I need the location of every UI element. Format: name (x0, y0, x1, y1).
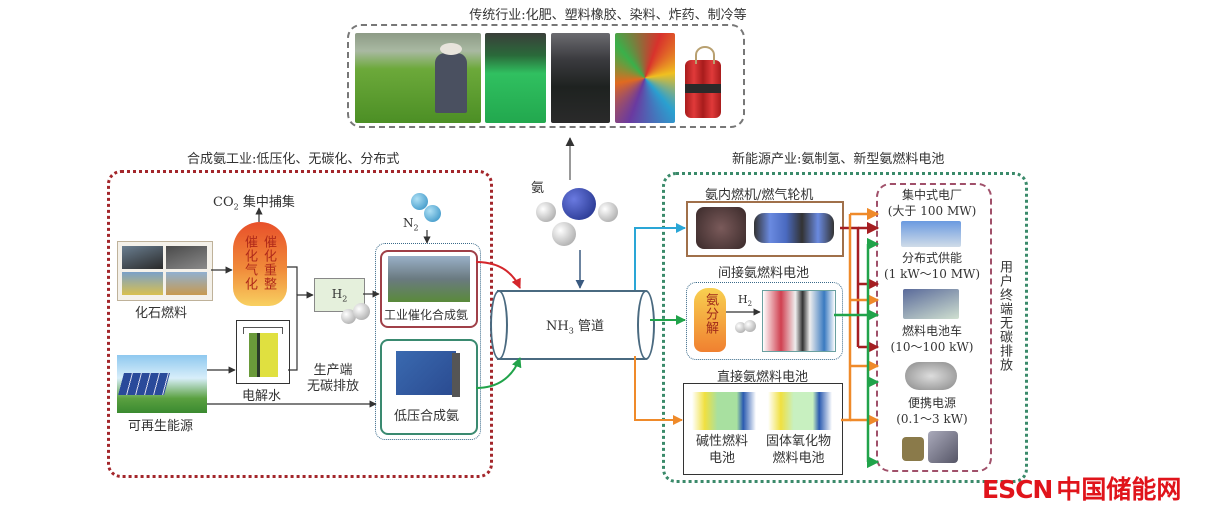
nitrogen-label: N2 (403, 216, 419, 233)
ammonia-decomposer-label: 氨分解 (703, 293, 718, 335)
end-use-fuel-cell-vehicle: 燃料电池车 (10～100 kW) (890, 324, 974, 354)
portable-power-image (902, 431, 960, 463)
catalytic-reactor (233, 222, 287, 306)
end-use-central-plant: 集中式电厂 (大于 100 MW) (887, 188, 977, 218)
new-energy-group (662, 172, 1028, 483)
end-use-group (876, 183, 992, 472)
dynamite-illustration (683, 42, 723, 120)
watermark-chinese: 中国储能网 (1056, 475, 1182, 504)
end-use-distributed: 分布式供能 (1 kW～10 MW) (883, 251, 981, 281)
turbine-image (754, 213, 834, 243)
plastic-products-photo (485, 33, 546, 123)
pipeline-label: NH3 管道 (546, 319, 604, 336)
indirect-fuel-cell-image (762, 290, 836, 352)
indirect-hydrogen-molecule-icon (735, 320, 759, 334)
hydrogen-molecule-icon (341, 303, 373, 325)
engine-box (686, 201, 844, 257)
nitrogen-molecule-icon (411, 193, 443, 225)
end-use-zero-emission-label: 用户终端无碳排放 (997, 260, 1012, 372)
distributed-energy-image (903, 289, 959, 319)
low-pressure-synthesis-label: 低压合成氨 (394, 409, 460, 424)
rubber-photo (551, 33, 610, 123)
nh3-pipeline[interactable] (497, 290, 645, 360)
central-plant-image (901, 221, 961, 247)
fuel-cell-vehicle-image (905, 362, 957, 390)
pipe-left-end (490, 290, 508, 360)
electrolysis-label: 电解水 (242, 389, 282, 404)
traditional-title: 传统行业:化肥、塑料橡胶、染料、炸药、制冷等 (469, 8, 747, 23)
watermark-latin: ESCN (982, 475, 1053, 504)
zero-emission-production-label: 生产端 无碳排放 (307, 363, 360, 394)
reactor-gasification-label: 催化气化 (242, 235, 257, 291)
ammonia-decomposer (694, 288, 726, 352)
synthesis-title: 合成氨工业:低压化、无碳化、分布式 (187, 152, 400, 167)
engine-label: 氨内燃机/燃气轮机 (705, 188, 814, 203)
sofc-label: 固体氧化物 燃料电池 (766, 434, 832, 466)
ammonia-label: 氨 (531, 181, 545, 196)
industrial-synthesis-label: 工业催化合成氨 (384, 308, 469, 322)
traditional-group (347, 24, 745, 128)
pipe-right-end (637, 290, 655, 360)
ammonia-molecule-icon (532, 188, 622, 258)
fertilizer-field-photo (355, 33, 481, 123)
renewable-energy-image (117, 355, 207, 413)
sofc-image (768, 392, 832, 430)
low-pressure-reactor-diagram (396, 351, 456, 395)
indirect-fuel-cell-label: 间接氨燃料电池 (718, 266, 810, 281)
end-use-portable-power: 便携电源 (0.1～3 kW) (896, 396, 968, 426)
new-energy-title: 新能源产业:氨制氢、新型氨燃料电池 (732, 152, 945, 167)
electrolysis-cell (236, 320, 290, 384)
alkaline-fuel-cell-image (692, 392, 756, 430)
industrial-plant-photo (388, 256, 470, 302)
dye-powder-photo (615, 33, 675, 123)
industrial-synthesis-box (380, 250, 478, 328)
co2-capture-label: CO2 集中捕集 (213, 195, 295, 212)
engine-image (696, 207, 746, 249)
fossil-fuel-images (117, 241, 213, 301)
direct-fuel-cell-box (683, 383, 843, 475)
fossil-fuel-label: 化石燃料 (135, 306, 188, 321)
renewable-energy-label: 可再生能源 (128, 419, 194, 434)
indirect-h2-label: H2 (738, 293, 753, 309)
reactor-reforming-label: 催化重整 (261, 235, 276, 291)
alkaline-fuel-cell-label: 碱性燃料 电池 (696, 434, 749, 466)
direct-fuel-cell-label: 直接氨燃料电池 (717, 370, 809, 385)
